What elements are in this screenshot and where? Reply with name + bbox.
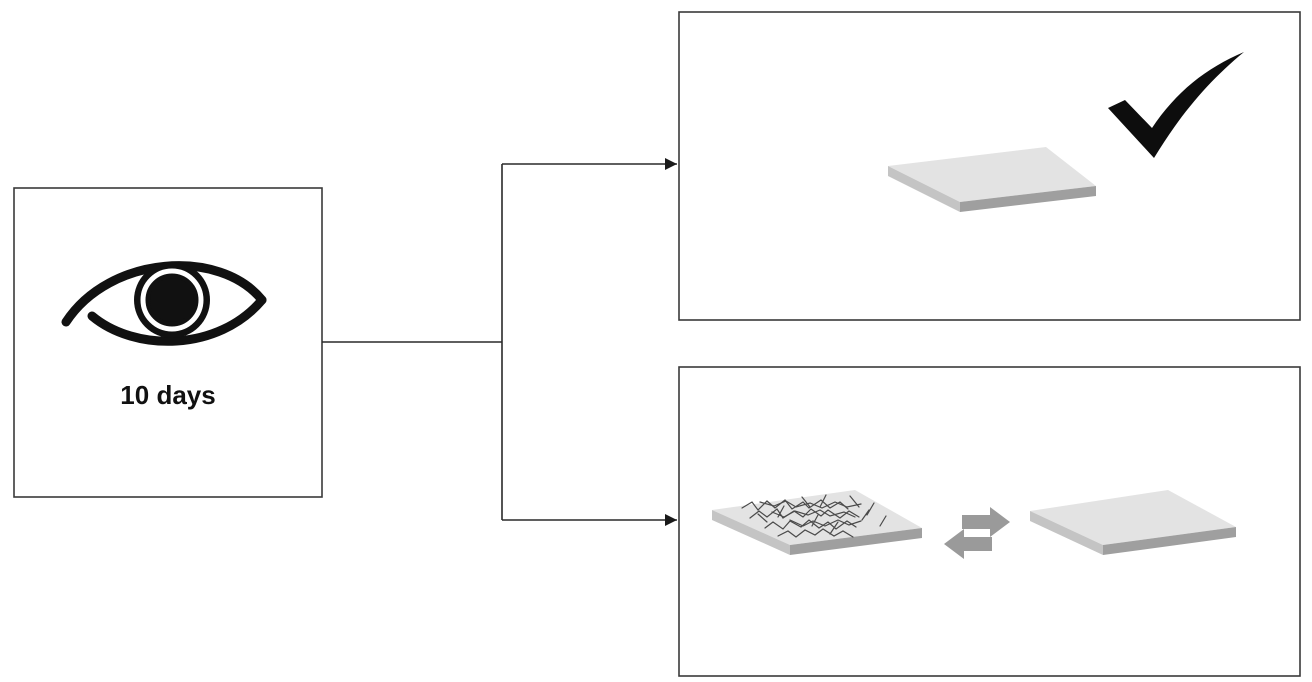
outcome-exchange-box bbox=[678, 366, 1301, 677]
eye-icon bbox=[61, 261, 267, 346]
clean-plate-icon bbox=[888, 147, 1096, 212]
observation-box: 10 days bbox=[13, 187, 323, 498]
duration-label: 10 days bbox=[120, 380, 215, 410]
outcome-clean-box bbox=[678, 11, 1301, 321]
clean-plate-icon bbox=[1030, 490, 1236, 555]
branch-connector bbox=[322, 158, 677, 526]
arrow-left-icon bbox=[944, 529, 992, 559]
exchange-arrows-icon bbox=[944, 507, 1010, 559]
arrow-right-icon bbox=[962, 507, 1010, 537]
checkmark-icon bbox=[1108, 52, 1244, 158]
fouling-texture bbox=[741, 494, 887, 538]
fouled-plate-icon bbox=[712, 490, 922, 555]
